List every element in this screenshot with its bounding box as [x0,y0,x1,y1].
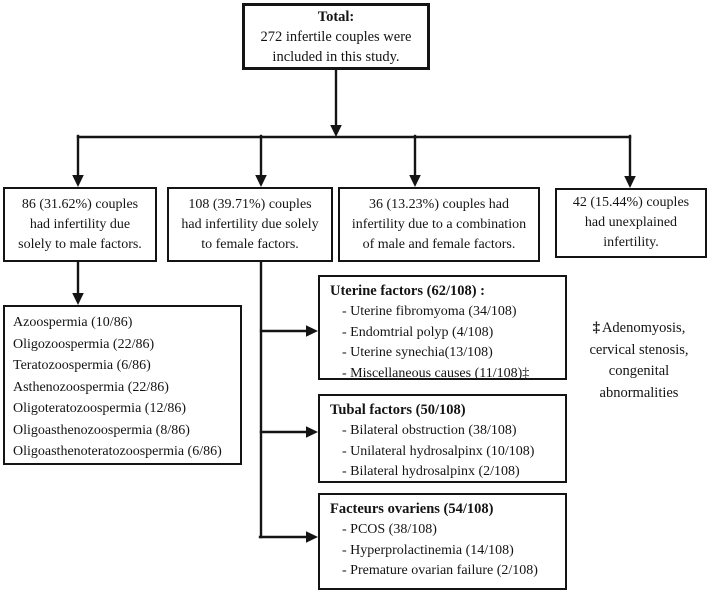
total-box-line: 272 infertile couples were [260,28,412,45]
unexplained-branch-line: infertility. [603,235,659,250]
footnote-line-4: abnormalities [599,384,679,401]
unexplained-branch-box: 42 (15.44%) couples had unexplained infert… [555,188,707,258]
male-branch-line: 86 (31.62%) couples [21,196,139,212]
female-branch-line: 108 (39.71%) couples [188,196,312,212]
tubal-factors-box: Tubal factors (50/108) - Bilateral obstr… [318,394,567,483]
arrowhead-branch-ovarian [306,531,318,543]
arrowhead-total-stem [330,125,342,137]
male-diagnosis-item: Oligoteratozoospermia (12/86) [13,401,187,416]
female-branch-line: to female factors. [201,236,299,252]
footnote-line-1: ‡Adenomyosis, [570,318,708,340]
male-diagnosis-item: Azoospermia (10/86) [13,315,133,330]
uterine-factor-item: - Uterine fibromyoma (34/108) [342,304,517,319]
ovarian-factors-list: - PCOS (38/108) - Hyperprolactinemia (14/… [330,520,559,582]
male-diagnosis-item: Oligoasthenoteratozoospermia (6/86) [13,444,222,459]
total-box-lines: 272 infertile couples were included in th… [261,27,412,67]
male-diagnoses-box: Azoospermia (10/86) Oligozoospermia (22/8… [3,305,242,465]
uterine-factor-item: - Miscellaneous causes (11/108)‡ [342,365,530,381]
total-box: Total: 272 infertile couples were include… [242,3,430,70]
uterine-factors-title: Uterine factors (62/108) : [330,283,486,299]
uterine-factors-list: - Uterine fibromyoma (34/108) - Endomtria… [330,302,559,384]
tubal-factor-item: - Unilateral hydrosalpinx (10/108) [342,443,535,459]
arrowhead-drop-combined [409,175,421,187]
footnote-line-3: congenital [608,363,670,379]
footnote-text-1: Adenomyosis, [601,320,686,336]
tubal-factors-title: Tubal factors (50/108) [330,402,466,418]
male-branch-line: had infertility due [29,216,131,232]
combined-branch-line: infertility due to a combination [351,216,527,232]
male-diagnosis-item: Oligozoospermia (22/86) [13,336,155,352]
arrowhead-drop-male [72,175,84,187]
unexplained-branch-line: had unexplained [584,215,678,230]
double-dagger-icon: ‡ [592,320,600,336]
male-diagnosis-item: Asthenozoospermia (22/86) [13,379,169,395]
ovarian-factor-item: - Premature ovarian failure (2/108) [342,563,538,578]
unexplained-branch-lines: 42 (15.44%) couples had unexplained infert… [573,193,689,253]
total-box-line: included in this study. [272,48,400,65]
dagger-footnote: ‡Adenomyosis, cervical stenosis, congeni… [570,318,708,404]
arrowhead-branch-tubal [306,426,318,438]
uterine-factor-item: - Uterine synechia(13/108) [342,345,493,360]
arrowhead-drop-unexplained [624,176,636,188]
male-diagnosis-item: Oligoasthenozoospermia (8/86) [13,422,190,438]
uterine-factor-item: - Endomtrial polyp (4/108) [342,324,494,340]
unexplained-branch-line: 42 (15.44%) couples [572,195,690,210]
combined-branch-lines: 36 (13.23%) couples had infertility due t… [352,195,526,255]
male-branch-line: solely to male factors. [18,236,142,252]
arrowhead-male-to-list [72,293,84,305]
arrowhead-branch-uterine [306,325,318,337]
ovarian-factors-title: Facteurs ovariens (54/108) [330,501,494,517]
ovarian-factor-item: - Hyperprolactinemia (14/108) [342,542,514,558]
tubal-factors-list: - Bilateral obstruction (38/108) - Unilat… [330,421,559,483]
uterine-factors-box: Uterine factors (62/108) : - Uterine fib… [318,275,567,381]
female-factors-branch-box: 108 (39.71%) couples had infertility due … [167,187,333,262]
ovarian-factors-box: Facteurs ovariens (54/108) - PCOS (38/10… [318,493,567,590]
footnote-line-2: cervical stenosis, [589,341,689,358]
male-branch-lines: 86 (31.62%) couples had infertility due so… [18,195,142,255]
combined-factors-branch-box: 36 (13.23%) couples had infertility due t… [338,187,540,262]
female-branch-lines: 108 (39.71%) couples had infertility due … [181,195,318,255]
tubal-factor-item: - Bilateral obstruction (38/108) [342,423,517,438]
ovarian-factor-item: - PCOS (38/108) [342,522,437,537]
tubal-factor-item: - Bilateral hydrosalpinx (2/108) [342,464,520,479]
total-box-title: Total: [317,8,355,25]
arrowhead-drop-female [255,175,267,187]
male-diagnoses-list: Azoospermia (10/86) Oligozoospermia (22/8… [13,312,234,463]
male-diagnosis-item: Teratozoospermia (6/86) [13,358,151,373]
combined-branch-line: 36 (13.23%) couples had [369,196,509,212]
combined-branch-line: of male and female factors. [362,236,516,252]
male-factors-branch-box: 86 (31.62%) couples had infertility due so… [3,187,157,262]
female-branch-line: had infertility due solely [181,216,319,232]
